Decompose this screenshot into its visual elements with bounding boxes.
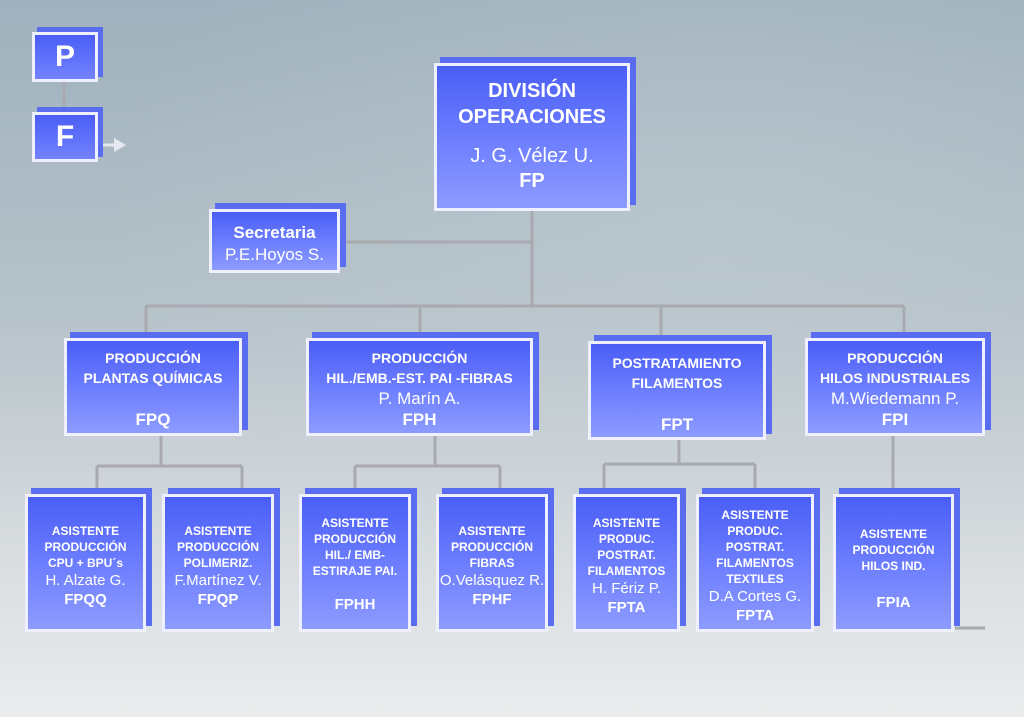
fpqq-box: ASISTENTE PRODUCCIÓN CPU + BPU´s H. Alza… — [25, 494, 146, 632]
fphh-line3: HIL./ EMB- — [325, 548, 385, 562]
fph-line2: HIL./EMB.-EST. PAI -FIBRAS — [326, 370, 513, 386]
fpia-code: FPIA — [876, 594, 911, 611]
fpi-box: PRODUCCIÓN HILOS INDUSTRIALES M.Wiedeman… — [805, 338, 985, 436]
fpq-box: PRODUCCIÓN PLANTAS QUÍMICAS FPQ — [64, 338, 242, 436]
fpta2-line3: POSTRAT. — [725, 540, 785, 554]
secretaria-title: Secretaria — [233, 223, 316, 242]
fphh-line4: ESTIRAJE PAI. — [312, 564, 398, 578]
fpta2-code: FPTA — [735, 607, 775, 624]
legend-p-label: P — [54, 40, 75, 73]
fpi-line2: HILOS INDUSTRIALES — [819, 370, 971, 386]
fpqp-box: ASISTENTE PRODUCCIÓN POLIMERIZ. F.Martín… — [162, 494, 274, 632]
fpi-line1: PRODUCCIÓN — [847, 350, 943, 366]
fpqq-line3: CPU + BPU´s — [47, 556, 124, 570]
fpta2-line4: FILAMENTOS — [716, 556, 794, 570]
fphf-box: ASISTENTE PRODUCCIÓN FIBRAS O.Velásquez … — [436, 494, 548, 632]
fphh-line1: ASISTENTE — [321, 516, 389, 530]
fph-box: PRODUCCIÓN HIL./EMB.-EST. PAI -FIBRAS P.… — [306, 338, 533, 436]
fpq-line2: PLANTAS QUÍMICAS — [83, 370, 223, 386]
fpi-manager: M.Wiedemann P. — [830, 389, 960, 408]
fpqq-line2: PRODUCCIÓN — [44, 540, 127, 554]
fpta1-line1: ASISTENTE — [592, 516, 661, 530]
fphh-box: ASISTENTE PRODUCCIÓN HIL./ EMB- ESTIRAJE… — [299, 494, 411, 632]
fpqq-code: FPQQ — [64, 591, 107, 608]
top-manager: J. G. Vélez U. — [470, 145, 594, 167]
fph-line1: PRODUCCIÓN — [371, 350, 468, 366]
fpta1-code: FPTA — [607, 599, 646, 616]
secretaria-name: P.E.Hoyos S. — [225, 245, 324, 264]
fpta-textiles-box: ASISTENTE PRODUC. POSTRAT. FILAMENTOS TE… — [696, 494, 814, 632]
fpq-code: FPQ — [135, 410, 171, 429]
fpta1-manager: H. Fériz P. — [592, 580, 661, 597]
top-title-line1: DIVISIÓN — [488, 80, 576, 102]
fpta-filamentos-box: ASISTENTE PRODUC. POSTRAT. FILAMENTOS H.… — [573, 494, 680, 632]
fpta1-line3: POSTRAT. — [597, 548, 656, 562]
fpia-line2: PRODUCCIÓN — [852, 543, 935, 557]
fphh-code: FPHH — [334, 596, 376, 613]
fpqq-manager: H. Alzate G. — [45, 572, 126, 589]
fpt-line1: POSTRATAMIENTO — [612, 355, 742, 371]
fpta1-line4: FILAMENTOS — [587, 564, 666, 578]
fpqp-manager: F.Martínez V. — [174, 572, 262, 589]
fpqp-line2: PRODUCCIÓN — [176, 540, 259, 554]
division-operaciones-box: DIVISIÓN OPERACIONES J. G. Vélez U. FP — [434, 63, 630, 211]
fpt-code: FPT — [660, 415, 694, 434]
secretaria-box: Secretaria P.E.Hoyos S. — [209, 209, 340, 273]
fphf-line3: FIBRAS — [469, 556, 515, 570]
fpi-code: FPI — [881, 410, 909, 429]
fphh-line2: PRODUCCIÓN — [313, 532, 396, 546]
fph-manager: P. Marín A. — [378, 389, 461, 408]
fpia-line1: ASISTENTE — [859, 527, 928, 541]
fpqp-line1: ASISTENTE — [184, 524, 252, 538]
fpt-line2: FILAMENTOS — [631, 375, 723, 391]
fpia-line3: HILOS IND. — [861, 559, 926, 573]
fph-code: FPH — [402, 410, 437, 429]
fphf-manager: O.Velásquez R. — [439, 572, 545, 589]
legend-f-box: F — [32, 112, 98, 162]
fpta2-line5: TEXTILES — [726, 572, 784, 586]
top-code: FP — [519, 170, 545, 192]
arrow-right-icon — [114, 138, 126, 152]
fpta2-manager: D.A Cortes G. — [708, 588, 802, 605]
fphf-code: FPHF — [472, 591, 512, 608]
fpia-box: ASISTENTE PRODUCCIÓN HILOS IND. FPIA — [833, 494, 954, 632]
fphf-line2: PRODUCCIÓN — [450, 540, 533, 554]
legend-f-label: F — [55, 120, 75, 153]
top-title-line2: OPERACIONES — [458, 106, 606, 128]
fpq-line1: PRODUCCIÓN — [105, 350, 201, 366]
fpta1-line2: PRODUC. — [598, 532, 655, 546]
fpta2-line1: ASISTENTE — [721, 508, 789, 522]
fpqq-line1: ASISTENTE — [51, 524, 120, 538]
legend-p-box: P — [32, 32, 98, 82]
fpt-box: POSTRATAMIENTO FILAMENTOS FPT — [588, 341, 766, 440]
fpta2-line2: PRODUC. — [727, 524, 783, 538]
fpqp-code: FPQP — [197, 591, 239, 608]
fphf-line1: ASISTENTE — [458, 524, 526, 538]
fpqp-line3: POLIMERIZ. — [183, 556, 253, 570]
